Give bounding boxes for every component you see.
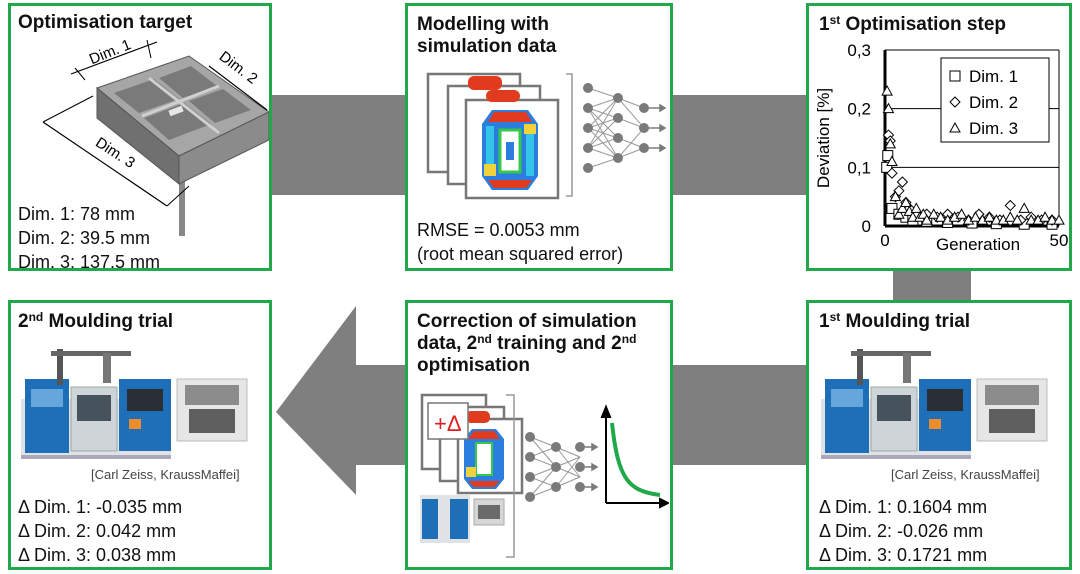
trial2-title: 2nd Moulding trial [18, 310, 174, 332]
data-point-dim-3 [1004, 211, 1017, 222]
data-point-dim-3 [955, 208, 968, 219]
simulation-network-graphic [426, 72, 667, 200]
data-point-dim-3 [906, 211, 919, 222]
correction-graphic: +Δ [420, 393, 669, 558]
y-axis-label: Deviation [%] [814, 88, 833, 188]
data-point-dim-1 [881, 161, 893, 173]
legend-marker [949, 96, 961, 108]
data-point-dim-1 [886, 202, 898, 214]
delta-label: +Δ [434, 411, 462, 436]
moulding-trial-1-box: 1st Moulding trial [Carl Zeiss, KraussMa… [806, 300, 1072, 570]
trial1-credit: [Carl Zeiss, KraussMaffei] [891, 467, 1040, 482]
x-tick-label: 0 [880, 231, 889, 250]
connector-step-trial1 [893, 268, 971, 304]
arrow-correction-to-trial2 [276, 306, 408, 495]
moulding-trial-2-box: 2nd Moulding trial [Carl Zeiss, KraussMa… [8, 300, 272, 570]
trial2-dim3: Δ Dim. 3: 0.038 mm [18, 545, 177, 565]
data-point-dim-3 [1011, 214, 1024, 225]
x-tick-label: 50 [1050, 231, 1069, 250]
data-point-dim-2 [1004, 199, 1016, 212]
legend-entry: Dim. 1 [969, 67, 1018, 86]
trial2-credit: [Carl Zeiss, KraussMaffei] [91, 467, 240, 482]
data-point-dim-1 [882, 150, 894, 162]
legend-marker [949, 121, 961, 133]
correction-title-line1: Correction of simulation [417, 311, 637, 332]
correction-title-line2: data, 2nd training and 2nd [417, 332, 637, 354]
data-point-dim-2 [886, 167, 898, 179]
data-point-dim-3 [900, 196, 912, 208]
correction-box: Correction of simulation data, 2nd train… [405, 300, 673, 570]
step-title: 1st Optimisation step [819, 13, 1006, 35]
correction-title-line3: optimisation [417, 355, 530, 376]
connector-modelling-step [670, 95, 808, 195]
legend-marker [949, 70, 961, 82]
data-point-dim-3 [1025, 214, 1038, 225]
data-point-dim-3 [1039, 211, 1051, 222]
dim1-label: Dim. 1 [87, 36, 134, 68]
trial1-title: 1st Moulding trial [819, 310, 971, 332]
data-point-dim-3 [881, 85, 893, 96]
modelling-title-line2: simulation data [417, 36, 557, 57]
connector-target-modelling [270, 95, 406, 195]
part-drawing: Dim. 1 Dim. 2 Dim. 3 [42, 36, 269, 236]
target-dim2: Dim. 2: 39.5 mm [18, 228, 151, 248]
y-tick-label: 0 [862, 217, 871, 236]
trial2-dim2: Δ Dim. 2: 0.042 mm [18, 521, 177, 541]
y-tick-label: 0,2 [847, 100, 871, 119]
modelling-title-line1: Modelling with [417, 14, 549, 35]
data-point-dim-3 [884, 137, 897, 149]
box-title: Optimisation target [18, 12, 193, 33]
trial2-dim1: Δ Dim. 1: -0.035 mm [18, 497, 183, 517]
legend-entry: Dim. 2 [969, 93, 1018, 112]
target-dim1: Dim. 1: 78 mm [18, 204, 136, 224]
moulding-machine-image [821, 349, 1048, 459]
trial1-dim2: Δ Dim. 2: -0.026 mm [819, 521, 984, 541]
data-point-dim-3 [896, 202, 909, 213]
data-point-dim-3 [886, 155, 898, 166]
trial1-dim1: Δ Dim. 1: 0.1604 mm [819, 497, 988, 517]
data-point-dim-3 [920, 214, 933, 225]
data-point-dim-3 [1046, 214, 1058, 225]
optimisation-step-box: 1st Optimisation step 0 0,1 0,2 0,3 0 50 Gener… [806, 3, 1072, 271]
modelling-box: Modelling with simulation data [405, 3, 673, 271]
target-dim3: Dim. 3: 137.5 mm [18, 252, 161, 272]
optimisation-target-box: Optimisation target Dim. 1 Dim. 2 Dim. 3… [8, 3, 272, 272]
y-tick-label: 0,1 [847, 158, 871, 177]
y-tick-label: 0,3 [847, 41, 871, 60]
trial1-dim3: Δ Dim. 3: 0.1721 mm [819, 545, 988, 565]
data-point-dim-3 [969, 211, 982, 222]
data-point-dim-3 [1053, 214, 1065, 225]
data-point-dim-3 [934, 211, 947, 222]
data-point-dim-3 [910, 202, 923, 213]
rmse-note: (root mean squared error) [417, 244, 624, 264]
deviation-chart: 0 0,1 0,2 0,3 0 50 Generation Deviation [%] Dim.… [814, 41, 1069, 254]
legend-entry: Dim. 3 [969, 119, 1018, 138]
moulding-machine-image [21, 349, 248, 459]
convergence-curve [610, 422, 661, 497]
data-point-dim-3 [990, 214, 1003, 225]
connector-trial1-correction [670, 365, 808, 465]
data-point-dim-3 [893, 208, 905, 219]
data-point-dim-3 [983, 211, 996, 222]
data-point-dim-2 [896, 176, 909, 188]
data-point-dim-3 [927, 208, 940, 219]
data-point-dim-3 [882, 102, 895, 114]
x-axis-label: Generation [936, 235, 1020, 254]
data-point-dim-3 [1018, 202, 1031, 213]
data-point-dim-3 [889, 190, 902, 202]
rmse-value: RMSE = 0.0053 mm [417, 220, 580, 240]
